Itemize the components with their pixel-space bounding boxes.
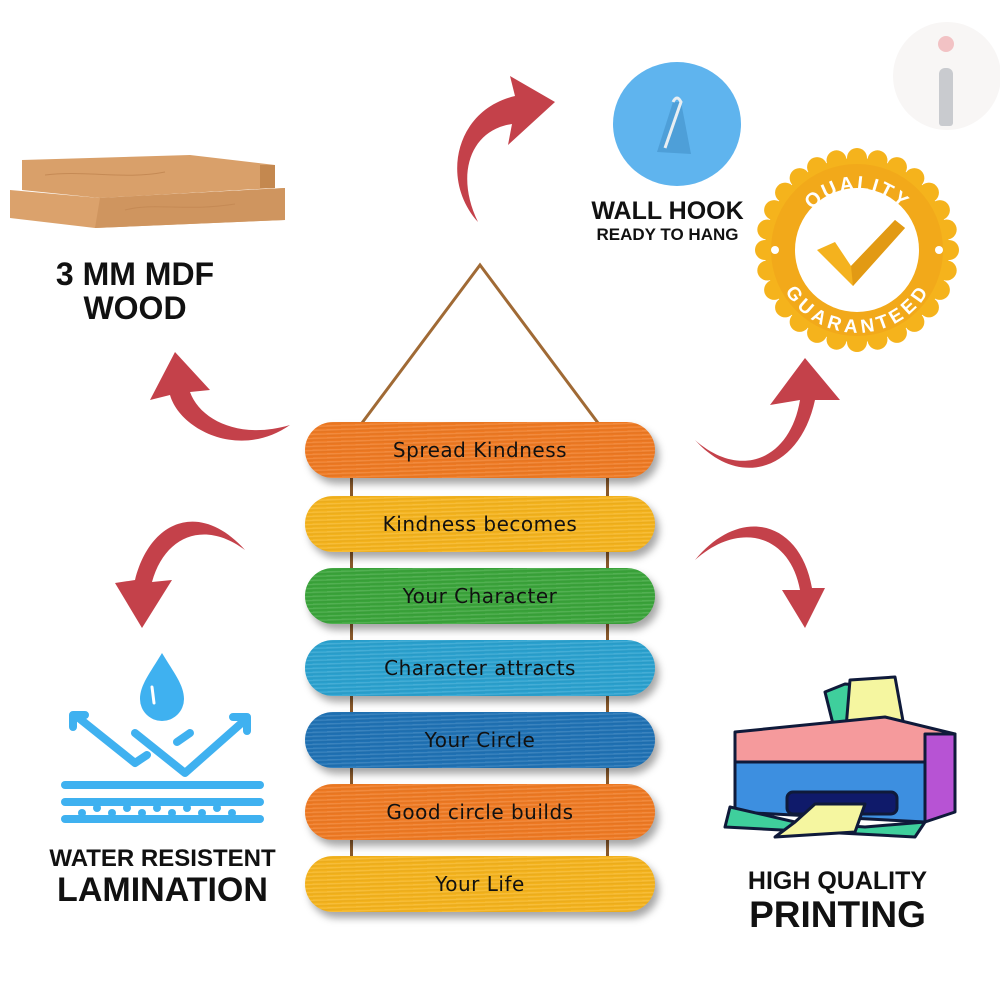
info-i-logo-icon bbox=[939, 68, 953, 126]
water-resistant-icon bbox=[61, 653, 264, 823]
arrow-to-wood-icon bbox=[150, 352, 290, 441]
plank-5: Your Circle bbox=[305, 712, 655, 768]
water-feature-label: WATER RESISTENT LAMINATION bbox=[30, 846, 295, 909]
arrow-to-water-icon bbox=[115, 521, 245, 628]
hook-feature-label: WALL HOOK READY TO HANG bbox=[575, 198, 760, 244]
printing-feature-label: HIGH QUALITY PRINTING bbox=[715, 868, 960, 935]
badge-scallop bbox=[867, 150, 888, 171]
printer-icon bbox=[723, 675, 957, 839]
plank-text: Kindness becomes bbox=[382, 512, 578, 536]
plank-text: Good circle builds bbox=[386, 800, 574, 824]
plank-text: Spread Kindness bbox=[392, 438, 568, 462]
badge-scallop bbox=[757, 260, 778, 281]
hook-line2: READY TO HANG bbox=[596, 225, 739, 245]
water-line1: WATER RESISTENT bbox=[49, 845, 276, 872]
plank-4: Character attracts bbox=[305, 640, 655, 696]
logo-dot bbox=[938, 36, 954, 52]
plank-7: Your Life bbox=[305, 856, 655, 912]
badge-scallop bbox=[826, 329, 847, 350]
plank-2: Kindness becomes bbox=[305, 496, 655, 552]
badge-scallop bbox=[826, 150, 847, 171]
badge-scallop bbox=[936, 219, 957, 240]
badge-scallop bbox=[936, 260, 957, 281]
plank-1: Spread Kindness bbox=[305, 422, 655, 478]
wood-feature-label: 3 MM MDF WOOD bbox=[20, 256, 250, 326]
badge-scallop bbox=[847, 332, 867, 352]
badge-scallop bbox=[939, 240, 959, 260]
badge-scallop bbox=[755, 240, 775, 260]
printing-line1: HIGH QUALITY bbox=[747, 867, 928, 895]
hook-line1: WALL HOOK bbox=[591, 197, 744, 225]
printing-line2: PRINTING bbox=[749, 894, 926, 936]
quality-badge-icon: QUALITY GUARANTEED bbox=[755, 148, 959, 352]
badge-scallop bbox=[847, 148, 867, 168]
badge-scallop bbox=[757, 219, 778, 240]
water-line2: LAMINATION bbox=[57, 871, 268, 910]
arrow-to-printer-icon bbox=[695, 526, 825, 628]
wall-hook-icon bbox=[613, 62, 741, 186]
wood-line2: WOOD bbox=[83, 289, 187, 326]
plank-6: Good circle builds bbox=[305, 784, 655, 840]
plank-text: Your Circle bbox=[424, 728, 536, 752]
badge-scallop bbox=[867, 329, 888, 350]
arrow-to-quality-icon bbox=[695, 358, 840, 468]
plank-text: Your Life bbox=[435, 872, 525, 896]
brand-logo bbox=[893, 22, 1000, 130]
wood-planks-icon bbox=[10, 155, 285, 228]
arrow-to-hook-icon bbox=[457, 76, 555, 222]
wood-line1: 3 MM MDF bbox=[55, 256, 215, 292]
plank-text: Character attracts bbox=[384, 656, 576, 680]
plank-3: Your Character bbox=[305, 568, 655, 624]
plank-text: Your Character bbox=[402, 584, 558, 608]
hanging-rope bbox=[351, 262, 609, 436]
